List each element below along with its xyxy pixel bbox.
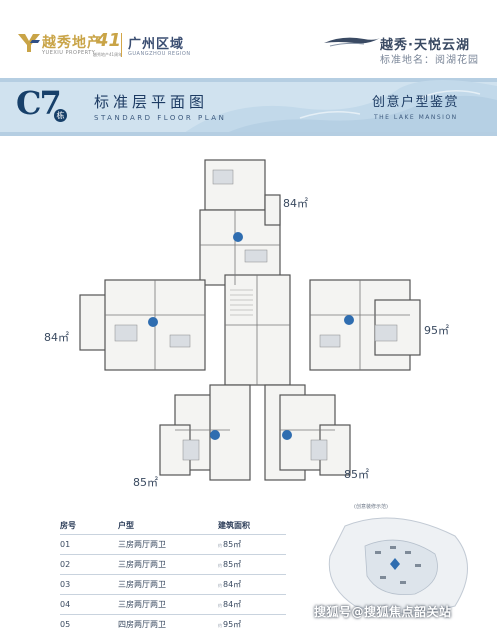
area-label-top: 84㎡ [283, 197, 308, 210]
layout: 三房两厅两卫 [118, 540, 166, 549]
header-room-no: 房号 [60, 521, 76, 530]
area-prefix: 约 [218, 563, 222, 568]
project-name: 越秀·天悦云湖 [380, 38, 470, 53]
room-no: 05 [60, 620, 71, 629]
project-registered-name: 标准地名：阅湖花园 [380, 55, 479, 66]
table-row: 01 三房两厅两卫 约85㎡ [60, 534, 286, 554]
brand-name-en: YUEXIU PROPERTY [42, 50, 96, 56]
anniversary-sub: 越秀地产41周年 [93, 52, 123, 57]
area-cell: 约85㎡ [218, 559, 286, 570]
watermark: 搜狐号@搜狐焦点韶关站 [314, 605, 452, 619]
brand-name: 越秀地产 [42, 35, 102, 51]
plan-title-en: STANDARD FLOOR PLAN [94, 114, 227, 122]
area-label-right: 95㎡ [424, 324, 449, 337]
region-name-en: GUANGZHOU REGION [128, 51, 191, 57]
table-row: 03 三房两厅两卫 约84㎡ [60, 574, 286, 594]
site-plan-label: (创意装修示范) [352, 503, 390, 510]
area-prefix: 约 [218, 583, 222, 588]
anniversary-logo: 41 [96, 30, 122, 51]
appreciation-title: 创意户型鉴赏 [372, 95, 460, 110]
building-suffix: 栋 [54, 109, 67, 122]
layout: 四房两厅两卫 [118, 620, 166, 629]
area-prefix: 约 [218, 603, 222, 608]
site-plan-map [328, 517, 468, 614]
layout: 三房两厅两卫 [118, 600, 166, 609]
header-layout: 户型 [118, 521, 134, 530]
area-label-left: 84㎡ [44, 331, 69, 344]
room-no: 01 [60, 540, 71, 549]
area-value: 95㎡ [223, 620, 242, 629]
area-prefix: 约 [218, 543, 222, 548]
banner-decoration [0, 78, 497, 136]
area-prefix: 约 [218, 623, 222, 628]
header-area: 建筑面积 [218, 521, 250, 530]
region-name: 广州区域 [128, 37, 185, 52]
layout: 三房两厅两卫 [118, 560, 166, 569]
plan-title: 标准层平面图 [94, 93, 209, 111]
room-no: 02 [60, 560, 71, 569]
table-header: 房号 户型 建筑面积 [60, 518, 286, 534]
room-no: 04 [60, 600, 71, 609]
floor-plan-drawing [79, 159, 421, 481]
area-value: 85㎡ [223, 540, 242, 549]
table-row: 02 三房两厅两卫 约85㎡ [60, 554, 286, 574]
area-cell: 约85㎡ [218, 539, 286, 550]
layout: 三房两厅两卫 [118, 580, 166, 589]
project-logo-icon [324, 37, 380, 47]
area-value: 85㎡ [223, 560, 242, 569]
header-divider [121, 33, 122, 57]
title-banner [0, 78, 497, 136]
table-row: 04 三房两厅两卫 约84㎡ [60, 594, 286, 614]
area-cell: 约95㎡ [218, 619, 286, 630]
table-row: 05 四房两厅两卫 约95㎡ [60, 614, 286, 634]
area-cell: 约84㎡ [218, 599, 286, 610]
area-value: 84㎡ [223, 580, 242, 589]
yuexiu-logo-icon [18, 34, 40, 52]
area-value: 84㎡ [223, 600, 242, 609]
header: 越秀地产 YUEXIU PROPERTY 41 越秀地产41周年 广州区域 GU… [0, 0, 497, 78]
area-cell: 约84㎡ [218, 579, 286, 590]
area-label-bottom-left: 85㎡ [133, 476, 158, 489]
room-no: 03 [60, 580, 71, 589]
unit-table: 房号 户型 建筑面积 01 三房两厅两卫 约85㎡ 02 三房两厅两卫 约85㎡… [60, 518, 286, 634]
area-label-bottom-right: 85㎡ [344, 468, 369, 481]
appreciation-title-en: THE LAKE MANSION [374, 114, 458, 121]
